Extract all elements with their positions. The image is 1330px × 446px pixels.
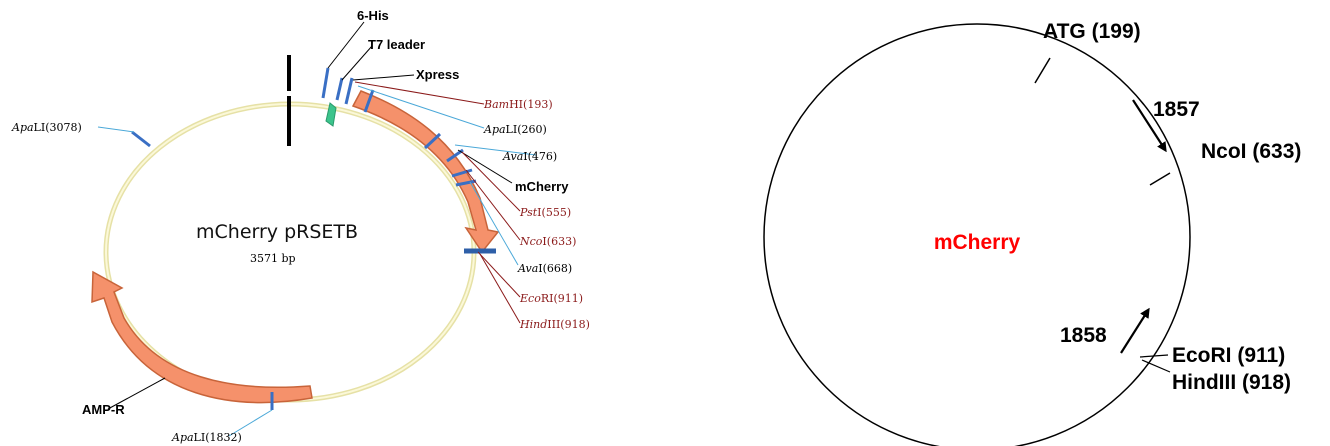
ncoi-tick (1149, 172, 1171, 186)
site-label-avai-668: AvaI(668) (517, 262, 572, 275)
site-label-apali-1832: ApaLI(1832) (171, 431, 242, 444)
green-marker (325, 102, 337, 127)
hindiii-tick-b (1141, 359, 1171, 373)
site-label-apali-3078: ApaLI(3078) (11, 121, 82, 134)
ncoi-label: NcoI (633) (1201, 140, 1301, 163)
his-tag-label: 6-His (357, 8, 389, 23)
site-label-avai-476: AvaI(476) (502, 150, 557, 163)
arrow-1858 (1120, 307, 1150, 354)
plasmid-name: mCherry pRSETB (196, 221, 358, 243)
ecori-tick-a (1139, 354, 1169, 358)
mcherry-feature-arrow (351, 90, 500, 254)
label-1857: 1857 (1153, 98, 1200, 121)
site-label-bamhi: BamHI(193) (483, 98, 553, 111)
atg-label: ATG (199) (1043, 20, 1141, 43)
right-plasmid-map: ATG (199) 1857 NcoI (633) 1858 EcoRI (91… (763, 20, 1301, 446)
arrow-1857 (1132, 99, 1167, 153)
left-plasmid-map: mCherry pRSETB 3571 bp 6-His T7 leader X… (11, 8, 590, 444)
leader-lines (97, 21, 537, 437)
site-label-ecori: EcoRI(911) (519, 292, 583, 305)
label-1858: 1858 (1060, 324, 1107, 347)
t7-leader-label: T7 leader (368, 37, 425, 52)
plasmid-size: 3571 bp (250, 252, 296, 265)
ampr-label: AMP-R (82, 402, 125, 417)
center-mcherry-label: mCherry (934, 231, 1021, 254)
site-label-apali-260: ApaLI(260) (483, 123, 547, 136)
origin-bar-bottom (287, 96, 291, 146)
plasmid-circle (763, 23, 1191, 446)
ecori-label: EcoRI (911) (1172, 344, 1285, 367)
site-label-hindiii: HindIII(918) (519, 318, 590, 331)
hindiii-label: HindIII (918) (1172, 371, 1291, 394)
mcherry-feature-label: mCherry (515, 179, 569, 194)
site-label-psti: PstI(555) (519, 206, 571, 219)
xpress-label: Xpress (416, 67, 459, 82)
origin-bar-top (287, 55, 291, 91)
site-label-ncoi: NcoI(633) (519, 235, 576, 248)
ampr-feature-arrow (91, 270, 313, 404)
atg-tick (1034, 57, 1051, 84)
